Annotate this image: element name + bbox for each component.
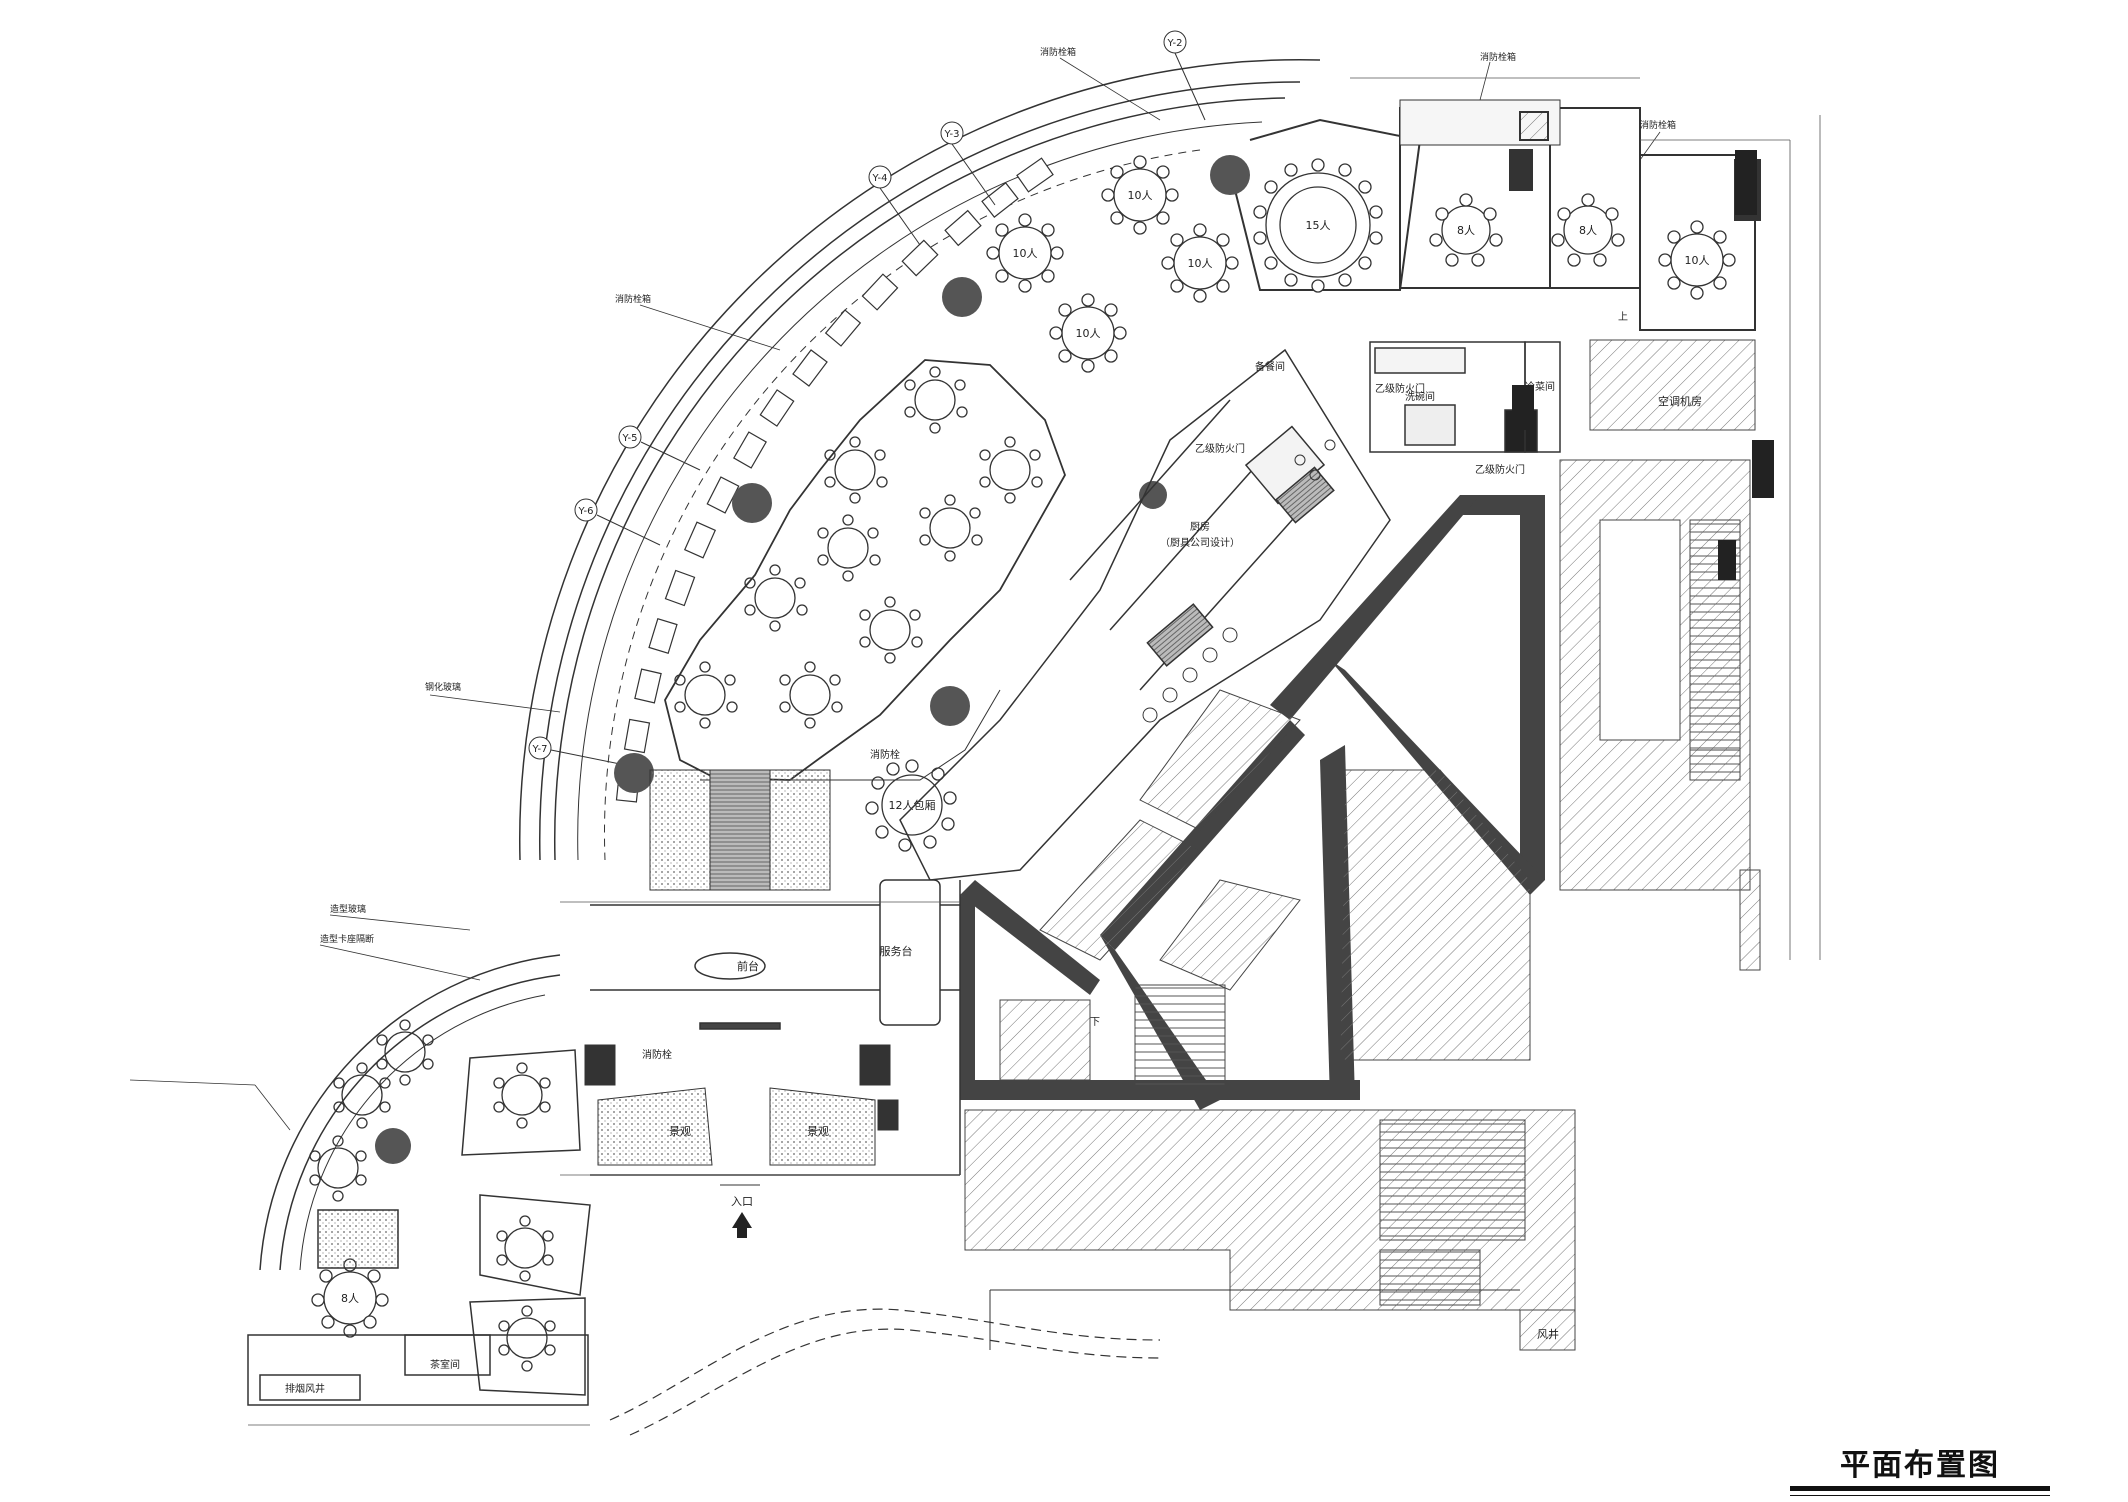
label-8-c: 8人 [341, 1292, 359, 1305]
note-fire-box-4: 消防栓箱 [615, 293, 651, 305]
entrance-area [590, 879, 961, 1176]
label-10-d: 10人 [1076, 327, 1101, 340]
curved-facade [518, 58, 1321, 861]
label-hydrant: 消防栓 [870, 748, 900, 761]
axis-label-y3: Y-3 [944, 129, 960, 140]
label-pantry: 备餐间 [1255, 360, 1285, 373]
label-down: 下 [1090, 1017, 1100, 1028]
table-15 [1253, 158, 1383, 293]
table-10-b [986, 213, 1064, 293]
axis-label-y7: Y-7 [532, 744, 548, 755]
note-curtain: 造型卡座隔断 [320, 933, 374, 945]
axis-label-y5: Y-5 [622, 433, 638, 444]
label-8-b: 8人 [1579, 224, 1597, 237]
label-fire-door-b: 乙级防火门 [1195, 442, 1245, 455]
note-railing: 钢化玻璃 [425, 681, 461, 693]
label-10-b: 10人 [1013, 247, 1038, 260]
label-tea-room: 茶室间 [430, 1358, 460, 1371]
note-wooden-screen: 造型玻璃 [330, 903, 366, 915]
axis-label-y4: Y-4 [872, 173, 888, 184]
label-12: 12人包厢 [889, 799, 936, 812]
label-ac-room: 空调机房 [1658, 394, 1702, 408]
structural-columns [375, 155, 1250, 1164]
core-solid-blocks [1512, 150, 1774, 580]
label-smoke-shaft: 排烟风井 [285, 1382, 325, 1395]
label-landscape-2: 景观 [807, 1125, 829, 1138]
hall-tables [674, 366, 1043, 729]
lower-left-curve [247, 954, 589, 1406]
label-air-shaft: 风井 [1537, 1327, 1559, 1341]
label-15: 15人 [1306, 219, 1331, 232]
table-10-d [1049, 293, 1127, 373]
label-reception: 前台 [737, 959, 759, 973]
label-10-e: 10人 [1685, 254, 1710, 267]
kitchen-block [899, 348, 1391, 881]
label-kitchen: 厨房 [1190, 520, 1210, 533]
axis-label-y2: Y-2 [1167, 38, 1183, 49]
private-rooms-lower [317, 1049, 591, 1396]
label-up: 上 [1618, 311, 1628, 323]
label-kitchen-note: （厨具公司设计） [1160, 536, 1240, 549]
note-fire-box-2: 消防栓箱 [1480, 51, 1516, 63]
label-landscape-1: 景观 [669, 1125, 691, 1138]
annotation-leaders [129, 57, 1661, 1131]
label-10-c: 10人 [1188, 257, 1213, 270]
grid-axis-markers [528, 30, 1206, 766]
private-rooms-top [1229, 99, 1761, 331]
label-hydrant2: 消防栓 [642, 1048, 672, 1061]
note-fire-box-1: 消防栓箱 [1040, 46, 1076, 58]
table-10-e [1658, 220, 1736, 300]
drawing-title: 平面布置图 [1840, 1448, 2000, 1483]
lower-left-tables [309, 1019, 556, 1372]
kitchen-equipment [1142, 439, 1336, 723]
title-underline-thick [1790, 1486, 2050, 1491]
axis-label-y6: Y-6 [578, 506, 594, 517]
label-service-desk: 服务台 [880, 944, 913, 958]
label-fire-door-a: 乙级防火门 [1375, 382, 1425, 395]
dimension-lines [248, 77, 1821, 1426]
label-8-a: 8人 [1457, 224, 1475, 237]
dining-tables [309, 155, 1736, 1372]
booth-seating [615, 157, 1054, 803]
landscape-features [584, 769, 899, 1166]
entrance-arrow-icon [732, 1212, 752, 1238]
table-8-a [1429, 193, 1503, 267]
title-underline-thin [1790, 1495, 2050, 1496]
elevator-shafts [964, 339, 1761, 1351]
table-10-c [1161, 223, 1239, 303]
note-fire-box-3: 消防栓箱 [1640, 119, 1676, 131]
stairs [1134, 619, 1741, 1306]
drawing-title-block: 平面布置图 [1780, 1440, 2080, 1502]
label-fire-door-c: 乙级防火门 [1475, 463, 1525, 476]
bottom-walkway [609, 1308, 1161, 1436]
wash-room [1369, 341, 1561, 453]
label-entrance: 入口 [731, 1195, 753, 1208]
table-10-a [1101, 155, 1179, 235]
table-8-b [1551, 193, 1625, 267]
label-wash: 洗碗间 [1405, 390, 1435, 403]
hall-partition [664, 359, 1066, 781]
label-10-a: 10人 [1128, 189, 1153, 202]
